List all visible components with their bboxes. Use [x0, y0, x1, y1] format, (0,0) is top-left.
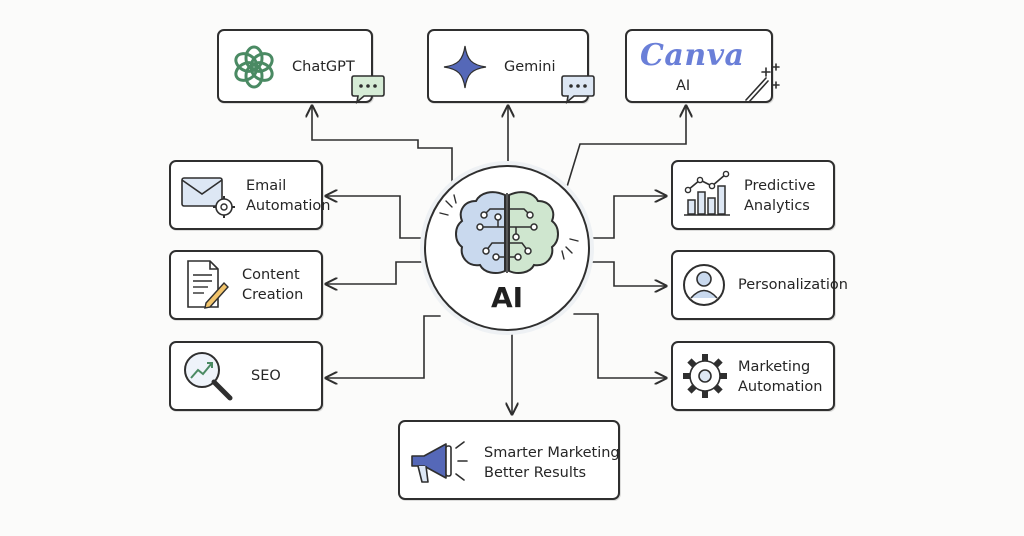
canva-card [625, 29, 773, 103]
megaphone-icon [411, 441, 468, 483]
seo-label: SEO [251, 368, 281, 384]
document-pencil-icon [187, 260, 229, 309]
ai-hub: AI [424, 165, 590, 331]
connector-personalization [587, 261, 666, 286]
connector-chatgpt [312, 106, 453, 191]
bar-chart-trend-icon [684, 170, 730, 216]
user-circle-icon [683, 264, 725, 306]
personalization-label: Personalization [738, 277, 848, 293]
gemini-star-icon [443, 45, 487, 89]
chat-bubble-icon [351, 75, 385, 104]
hub-label: AI [490, 281, 524, 314]
chat-bubble-icon [561, 75, 595, 104]
chatgpt-card [217, 29, 373, 103]
connector-seo [326, 315, 441, 378]
marketing-automation-label: Marketing Automation [738, 359, 823, 395]
magnifier-trend-icon [184, 352, 233, 401]
email-automation-label: Email Automation [246, 178, 331, 214]
chatgpt-label: ChatGPT [292, 59, 355, 75]
outcome-label: Smarter Marketing Better Results [484, 445, 620, 481]
predictive-analytics-label: Predictive Analytics [744, 178, 816, 214]
gear-icon [683, 354, 727, 398]
connector-canva [565, 106, 686, 191]
openai-logo-icon [234, 45, 274, 89]
connector-marketing [573, 313, 666, 378]
connector-content [326, 261, 427, 284]
canva-ai-label: AI [676, 78, 691, 94]
connector-email [326, 196, 435, 239]
envelope-gear-icon [181, 177, 235, 218]
brain-circuit-icon [455, 191, 559, 274]
personalization-card [671, 250, 835, 320]
canva-wordmark: Canva [640, 38, 745, 73]
spark-lines-icon [439, 194, 579, 260]
connector-analytics [579, 196, 666, 239]
gemini-label: Gemini [504, 59, 556, 75]
content-creation-label: Content Creation [242, 267, 304, 303]
magic-wand-icon [745, 63, 780, 103]
